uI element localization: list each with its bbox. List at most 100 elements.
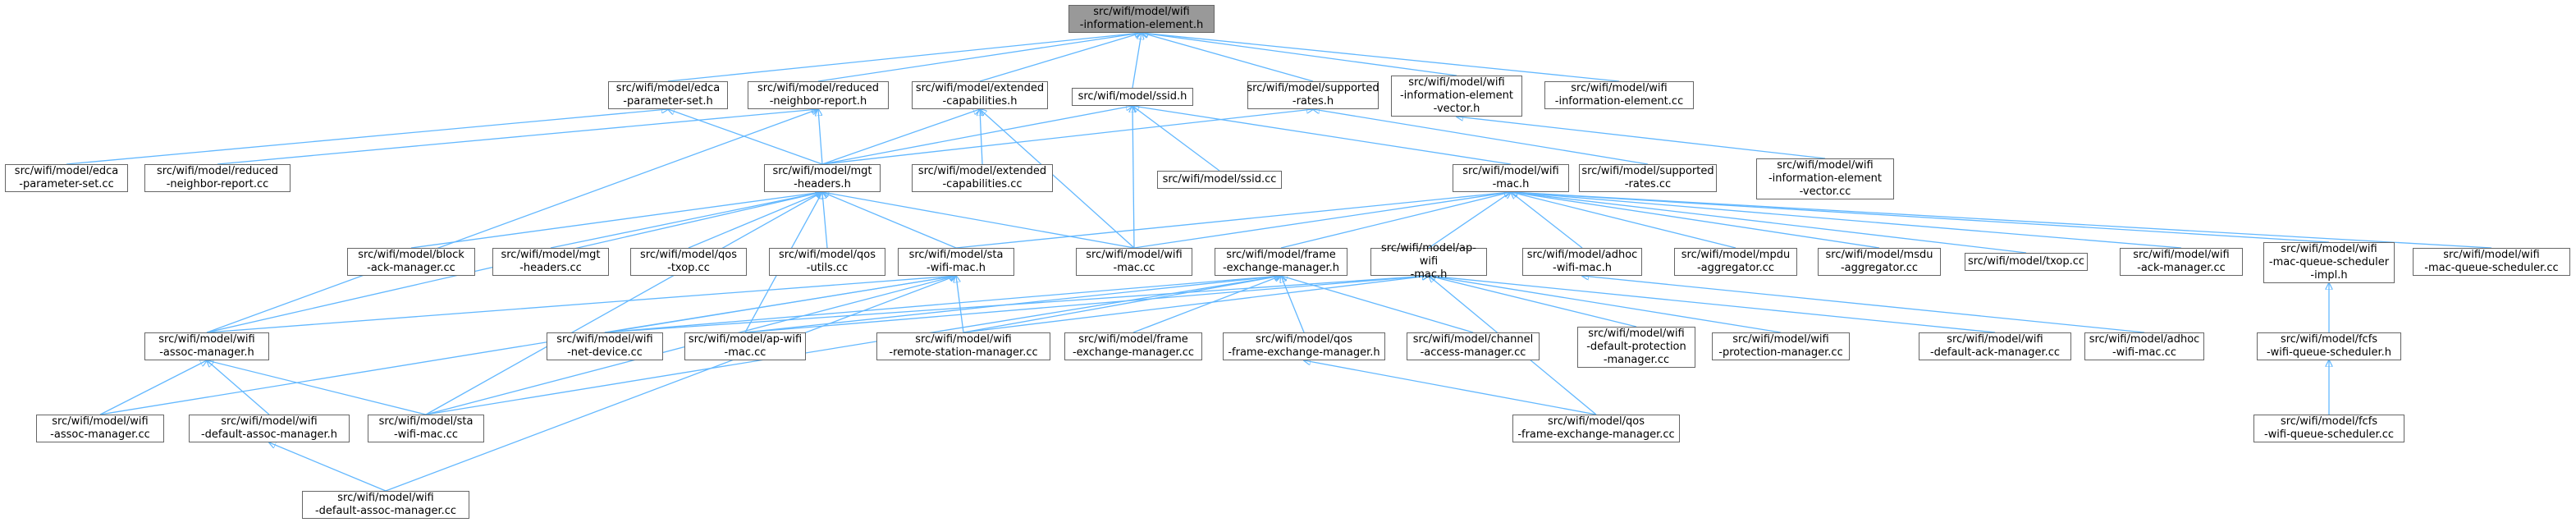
- node-wifi-remote-station-manager-cc[interactable]: src/wifi/model/wifi -remote-station-mana…: [876, 332, 1050, 360]
- node-frame-exchange-manager-cc[interactable]: src/wifi/model/frame -exchange-manager.c…: [1064, 332, 1202, 360]
- edge-txop_cc-to-wifimac_h: [1511, 192, 2027, 254]
- node-ap-wifi-mac-cc[interactable]: src/wifi/model/ap-wifi -mac.cc: [684, 332, 806, 360]
- node-reduced-neighbor-report-cc[interactable]: src/wifi/model/reduced -neighbor-report.…: [144, 164, 291, 192]
- node-wifi-mac-h[interactable]: src/wifi/model/wifi -mac.h: [1453, 164, 1569, 192]
- edge-reduced_cc-to-reduced_h: [217, 109, 818, 165]
- edge-ssid_cc-to-ssid_h: [1132, 106, 1220, 172]
- edge-mgt_cc-to-mgt_h: [550, 192, 822, 249]
- edge-apwifi_cc-to-apwifi_h: [744, 276, 1429, 333]
- edge-defassoc_cc-to-defassoc_h: [269, 442, 387, 492]
- edge-qosfem_cc-to-qosfem_h: [1304, 360, 1597, 415]
- node-wifi-information-element-h[interactable]: src/wifi/model/wifi -information-element…: [1068, 5, 1215, 33]
- edge-rsm_cc-to-frame_h: [963, 276, 1281, 333]
- edge-sta_cc-to-assoc_h: [207, 360, 427, 415]
- node-fcfs-wifi-queue-scheduler-cc[interactable]: src/wifi/model/fcfs -wifi-queue-schedule…: [2253, 415, 2404, 442]
- node-wifi-protection-manager-cc[interactable]: src/wifi/model/wifi -protection-manager.…: [1712, 332, 1850, 360]
- edge-defprot_cc-to-apwifi_h: [1429, 276, 1637, 328]
- node-wifi-default-ack-manager-cc[interactable]: src/wifi/model/wifi -default-ack-manager…: [1919, 332, 2071, 360]
- node-wifi-information-element-cc[interactable]: src/wifi/model/wifi -information-element…: [1544, 81, 1694, 109]
- edge-ssid_h-to-ie_h: [1132, 33, 1142, 89]
- edge-block_cc-to-mgt_h: [410, 192, 822, 249]
- node-block-ack-manager-cc[interactable]: src/wifi/model/block -ack-manager.cc: [347, 248, 475, 276]
- edge-rsm_cc-to-sta_h: [956, 276, 964, 333]
- node-wifi-mac-cc[interactable]: src/wifi/model/wifi -mac.cc: [1076, 248, 1192, 276]
- edge-adhoc_h-to-wifimac_h: [1511, 192, 1583, 249]
- edge-mgt_h-to-supp_h: [821, 109, 1313, 165]
- node-txop-cc[interactable]: src/wifi/model/txop.cc: [1965, 253, 2088, 271]
- edge-msdu_cc-to-wifimac_h: [1511, 192, 1880, 249]
- edge-supp_h-to-ie_h: [1142, 33, 1314, 82]
- edge-defassoc_h-to-assoc_h: [207, 360, 270, 415]
- edge-frame_cc-to-frame_h: [1132, 276, 1281, 333]
- edge-sta_cc-to-mgt_h: [425, 192, 822, 415]
- node-qos-frame-exchange-manager-h[interactable]: src/wifi/model/qos -frame-exchange-manag…: [1223, 332, 1385, 360]
- edge-qosutils_cc-to-mgt_h: [822, 192, 828, 249]
- node-wifi-default-assoc-manager-cc[interactable]: src/wifi/model/wifi -default-assoc-manag…: [302, 491, 469, 519]
- edge-defack_cc-to-apwifi_h: [1429, 276, 1996, 333]
- node-wifi-net-device-cc[interactable]: src/wifi/model/wifi -net-device.cc: [547, 332, 663, 360]
- node-ap-wifi-mac-h[interactable]: src/wifi/model/ap-wifi -mac.h: [1370, 242, 1487, 281]
- node-qos-frame-exchange-manager-cc[interactable]: src/wifi/model/qos -frame-exchange-manag…: [1512, 415, 1680, 442]
- node-wifi-mac-queue-scheduler-cc[interactable]: src/wifi/model/wifi -mac-queue-scheduler…: [2413, 248, 2570, 276]
- edge-ackmgr_cc-to-wifimac_h: [1511, 192, 2182, 249]
- node-adhoc-wifi-mac-cc[interactable]: src/wifi/model/adhoc -wifi-mac.cc: [2084, 332, 2204, 360]
- node-wifi-information-element-vector-h[interactable]: src/wifi/model/wifi -information-element…: [1391, 76, 1522, 117]
- edge-mgt_h-to-reduced_h: [818, 109, 823, 165]
- edge-mqs_cc-to-wifimac_h: [1511, 192, 2492, 249]
- edge-mqsimpl_h-to-wifimac_h: [1511, 192, 2330, 243]
- node-supported-rates-h[interactable]: src/wifi/model/supported -rates.h: [1247, 81, 1380, 109]
- node-qos-txop-cc[interactable]: src/wifi/model/qos -txop.cc: [630, 248, 747, 276]
- edge-adhoc_cc-to-adhoc_h: [1582, 276, 2145, 333]
- node-edca-parameter-set-cc[interactable]: src/wifi/model/edca -parameter-set.cc: [5, 164, 128, 192]
- node-sta-wifi-mac-cc[interactable]: src/wifi/model/sta -wifi-mac.cc: [368, 415, 484, 442]
- node-edca-parameter-set-h[interactable]: src/wifi/model/edca -parameter-set.h: [608, 81, 728, 109]
- node-msdu-aggregator-cc[interactable]: src/wifi/model/msdu -aggregator.cc: [1818, 248, 1941, 276]
- node-channel-access-manager-cc[interactable]: src/wifi/model/channel -access-manager.c…: [1407, 332, 1540, 360]
- node-supported-rates-cc[interactable]: src/wifi/model/supported -rates.cc: [1579, 164, 1717, 192]
- node-mgt-headers-cc[interactable]: src/wifi/model/mgt -headers.cc: [492, 248, 609, 276]
- edge-iev_cc-to-iev_h: [1457, 117, 1826, 159]
- edge-frame_h-to-wifimac_h: [1280, 192, 1511, 249]
- edge-wifimac_cc-to-wifimac_h: [1133, 192, 1511, 249]
- node-ssid-h[interactable]: src/wifi/model/ssid.h: [1072, 88, 1193, 106]
- node-adhoc-wifi-mac-h[interactable]: src/wifi/model/adhoc -wifi-mac.h: [1522, 248, 1642, 276]
- node-extended-capabilities-cc[interactable]: src/wifi/model/extended -capabilities.cc: [912, 164, 1053, 192]
- edge-iev_h-to-ie_h: [1142, 33, 1457, 76]
- edge-wifimac_cc-to-ext_h: [980, 109, 1135, 249]
- node-wifi-default-protection-manager-cc[interactable]: src/wifi/model/wifi -default-protection …: [1577, 327, 1695, 368]
- edge-netdev_cc-to-frame_h: [604, 276, 1281, 333]
- node-wifi-ack-manager-cc[interactable]: src/wifi/model/wifi -ack-manager.cc: [2120, 248, 2243, 276]
- node-wifi-assoc-manager-cc[interactable]: src/wifi/model/wifi -assoc-manager.cc: [36, 415, 164, 442]
- edge-netdev_cc-to-apwifi_h: [604, 276, 1429, 333]
- node-frame-exchange-manager-h[interactable]: src/wifi/model/frame -exchange-manager.h: [1215, 248, 1347, 276]
- node-sta-wifi-mac-h[interactable]: src/wifi/model/sta -wifi-mac.h: [898, 248, 1014, 276]
- edge-sta_h-to-mgt_h: [822, 192, 957, 249]
- node-wifi-default-assoc-manager-h[interactable]: src/wifi/model/wifi -default-assoc-manag…: [189, 415, 350, 442]
- edge-edca_h-to-ie_h: [667, 33, 1142, 82]
- edge-sta_h-to-wifimac_h: [955, 192, 1511, 249]
- node-extended-capabilities-h[interactable]: src/wifi/model/extended -capabilities.h: [912, 81, 1048, 109]
- edge-wifimac_cc-to-ssid_h: [1132, 106, 1134, 249]
- edge-assoc_h-to-sta_h: [206, 276, 956, 333]
- node-reduced-neighbor-report-h[interactable]: src/wifi/model/reduced -neighbor-report.…: [748, 81, 889, 109]
- node-mpdu-aggregator-cc[interactable]: src/wifi/model/mpdu -aggregator.cc: [1674, 248, 1797, 276]
- node-qos-utils-cc[interactable]: src/wifi/model/qos -utils.cc: [769, 248, 885, 276]
- edge-rsm_cc-to-apwifi_h: [963, 276, 1429, 333]
- node-fcfs-wifi-queue-scheduler-h[interactable]: src/wifi/model/fcfs -wifi-queue-schedule…: [2257, 332, 2401, 360]
- edge-mpdu_cc-to-wifimac_h: [1511, 192, 1736, 249]
- edge-defassoc_cc-to-sta_h: [385, 276, 956, 492]
- node-wifi-mac-queue-scheduler-impl-h[interactable]: src/wifi/model/wifi -mac-queue-scheduler…: [2263, 242, 2395, 283]
- edge-mgt_h-to-ssid_h: [821, 106, 1132, 165]
- edge-supp_cc-to-supp_h: [1313, 109, 1649, 165]
- edge-wifimac_h-to-ssid_h: [1132, 106, 1512, 165]
- edge-apwifi_h-to-wifimac_h: [1428, 192, 1511, 249]
- edge-assoc_h-to-reduced_h: [206, 109, 818, 333]
- edge-wifimac_cc-to-mgt_h: [822, 192, 1135, 249]
- node-wifi-assoc-manager-h[interactable]: src/wifi/model/wifi -assoc-manager.h: [144, 332, 269, 360]
- edge-prot_cc-to-apwifi_h: [1429, 276, 1782, 333]
- node-wifi-information-element-vector-cc[interactable]: src/wifi/model/wifi -information-element…: [1756, 158, 1894, 199]
- edge-mgt_h-to-ext_h: [821, 109, 980, 165]
- node-ssid-cc[interactable]: src/wifi/model/ssid.cc: [1157, 171, 1282, 189]
- node-mgt-headers-h[interactable]: src/wifi/model/mgt -headers.h: [764, 164, 881, 192]
